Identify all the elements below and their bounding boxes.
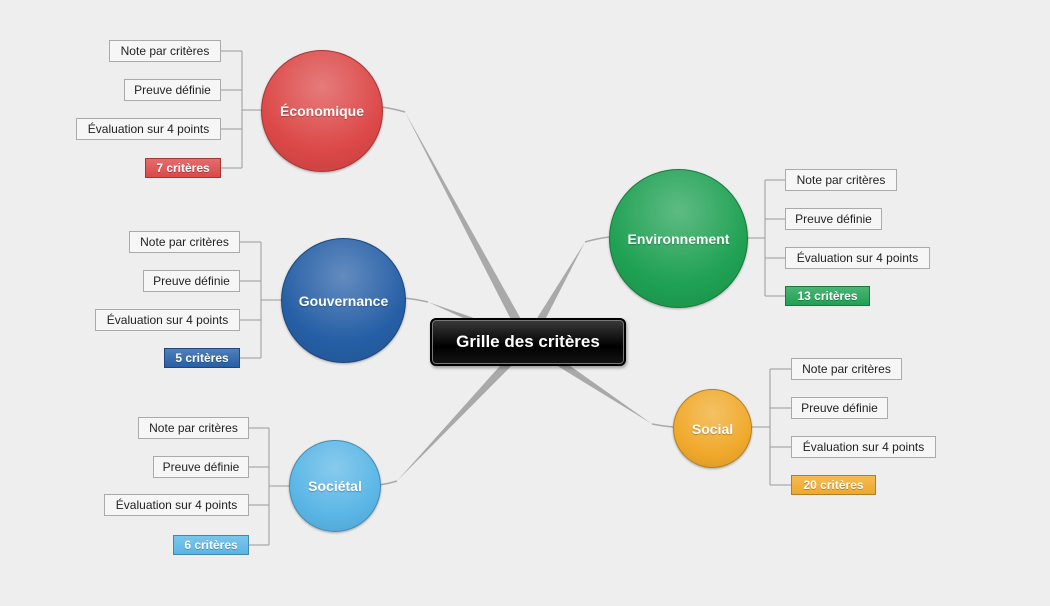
leaf-note-par-criteres[interactable]: Note par critères (785, 169, 897, 191)
leaf-evaluation-4-points[interactable]: Évaluation sur 4 points (76, 118, 221, 140)
leaf-evaluation-4-points[interactable]: Évaluation sur 4 points (95, 309, 240, 331)
leaf-preuve-definie[interactable]: Preuve définie (785, 208, 882, 230)
branch-gouvernance[interactable]: Gouvernance (281, 238, 406, 363)
leaf-note-par-criteres[interactable]: Note par critères (109, 40, 221, 62)
leaf-preuve-definie[interactable]: Preuve définie (791, 397, 888, 419)
connector-elbow-environnement (584, 236, 610, 243)
central-topic[interactable]: Grille des critères (430, 318, 626, 366)
badge-criteres-count: 7 critères (145, 158, 221, 178)
badge-criteres-count: 5 critères (164, 348, 240, 368)
branch-social[interactable]: Social (673, 389, 752, 468)
connector-trunk-societal (397, 338, 532, 481)
leaf-note-par-criteres[interactable]: Note par critères (138, 417, 249, 439)
badge-criteres-count: 20 critères (791, 475, 876, 495)
branch-environnement[interactable]: Environnement (609, 169, 748, 308)
leaf-preuve-definie[interactable]: Preuve définie (124, 79, 221, 101)
branch-economique[interactable]: Économique (261, 50, 383, 172)
connector-elbow-social (651, 423, 674, 428)
connector-elbow-societal (378, 480, 398, 486)
leaf-note-par-criteres[interactable]: Note par critères (791, 358, 902, 380)
badge-criteres-count: 6 critères (173, 535, 249, 555)
leaf-preuve-definie[interactable]: Preuve définie (153, 456, 249, 478)
connector-elbow-gouvernance (403, 297, 429, 303)
leaf-evaluation-4-points[interactable]: Évaluation sur 4 points (104, 494, 249, 516)
leaf-evaluation-4-points[interactable]: Évaluation sur 4 points (791, 436, 936, 458)
leaf-evaluation-4-points[interactable]: Évaluation sur 4 points (785, 247, 930, 269)
branch-societal[interactable]: Sociétal (289, 440, 381, 532)
badge-criteres-count: 13 critères (785, 286, 870, 306)
connector-trunk-economique (405, 112, 533, 345)
leaf-preuve-definie[interactable]: Preuve définie (143, 270, 240, 292)
connector-elbow-economique (380, 106, 406, 113)
leaf-note-par-criteres[interactable]: Note par critères (129, 231, 240, 253)
